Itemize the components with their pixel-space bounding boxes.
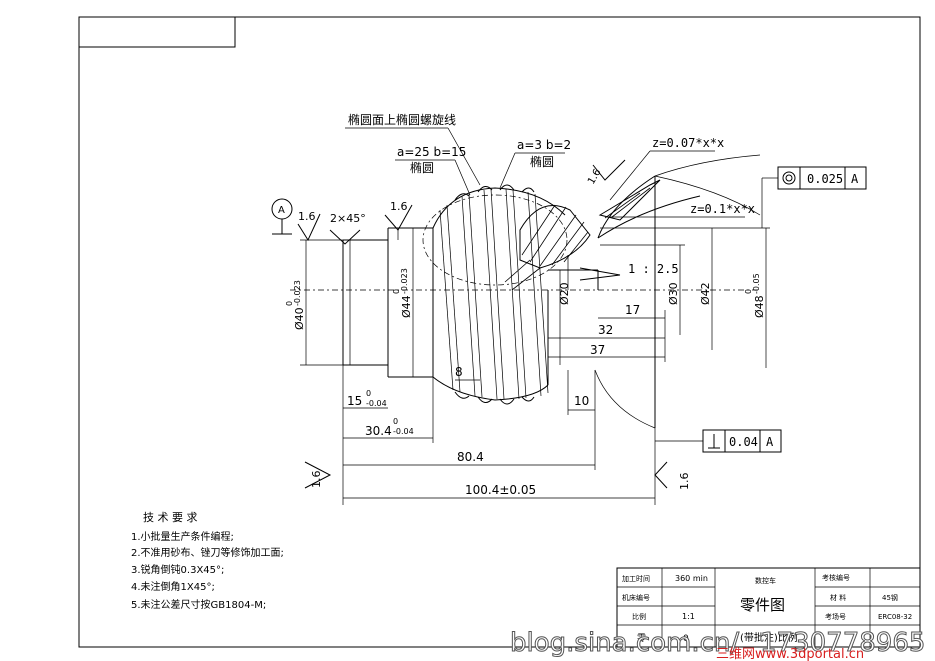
curve-title: 椭圆面上椭圆螺旋线 bbox=[348, 112, 456, 127]
ellipse-params-1: a=25 b=15 bbox=[397, 145, 466, 159]
dim-d30: Ø30 bbox=[667, 282, 680, 305]
tb-material-label: 材 料 bbox=[830, 593, 846, 602]
roughness-label-2: 1.6 bbox=[390, 200, 408, 213]
formula-1: z=0.07*x*x bbox=[652, 136, 724, 150]
notes-title: 技 术 要 求 bbox=[143, 511, 198, 524]
tb-time-label: 加工时间 bbox=[622, 574, 650, 583]
dim-8: 8 bbox=[455, 365, 463, 379]
gdt-frame-top: 0.025 A bbox=[761, 166, 867, 228]
ellipse-label-1: 椭圆 bbox=[410, 160, 434, 175]
dim-d20: Ø20 bbox=[558, 282, 571, 305]
note-item-1: 1.小批量生产条件编程; bbox=[131, 530, 234, 543]
dim-17: 17 bbox=[625, 303, 640, 317]
ellipse-label-2: 椭圆 bbox=[530, 154, 554, 169]
note-item-3: 3.锐角倒钝0.3X45°; bbox=[131, 563, 224, 576]
dim-d40-tol-up: 0 bbox=[285, 301, 294, 306]
concentricity-icon bbox=[782, 171, 796, 185]
tb-material-value: 45钢 bbox=[882, 593, 898, 602]
corner-label-box bbox=[78, 16, 236, 48]
dim-d40: Ø40 bbox=[293, 307, 306, 330]
roughness-label-3: 1.6 bbox=[310, 471, 323, 489]
dim-100-4: 100.4±0.05 bbox=[465, 483, 536, 497]
tb-scale-value: 1:1 bbox=[682, 612, 695, 621]
dim-30-4: 30.4 bbox=[365, 424, 392, 438]
title-block: 加工时间 360 min 机床编号 比例 1:1 数控车 零件图 考核编号 材 … bbox=[616, 567, 921, 648]
dim-32: 32 bbox=[598, 323, 613, 337]
dim-30-4-tol: -0.04 bbox=[393, 427, 414, 436]
dim-d48: Ø48 bbox=[753, 295, 766, 318]
dim-15-tol: -0.04 bbox=[366, 399, 387, 408]
taper-ratio: 1 : 2.5 bbox=[628, 262, 679, 276]
dim-d44-tol-up: 0 bbox=[392, 289, 401, 294]
dim-37: 37 bbox=[590, 343, 605, 357]
dim-d40-tol: -0.023 bbox=[293, 280, 302, 306]
tb-scale-label: 比例 bbox=[632, 612, 646, 621]
gdt-top-value: 0.025 bbox=[807, 172, 843, 186]
dim-d44-tol: -0.023 bbox=[400, 268, 409, 294]
roughness-label-1: 1.6 bbox=[298, 210, 316, 223]
dim-10: 10 bbox=[574, 394, 589, 408]
watermark-number: 1730778965 bbox=[760, 628, 925, 658]
watermark-site: 三维网www.3dportal.cn bbox=[716, 647, 864, 661]
technical-notes: 技 术 要 求 1.小批量生产条件编程; 2.不准用砂布、锉刀等修饰加工面; 3… bbox=[131, 511, 284, 611]
datum-a-label: A bbox=[278, 205, 285, 216]
tb-drawing-no-label: 考核编号 bbox=[822, 573, 850, 582]
gdt-frame-bottom: 0.04 A bbox=[655, 429, 782, 453]
gdt-bottom-datum: A bbox=[766, 435, 774, 449]
watermark: blog.sina.com.cn/ 1730778965 三维网www.3dpo… bbox=[510, 628, 926, 661]
tb-code-value: ERC08-32 bbox=[878, 613, 912, 621]
dimension-texts: Ø40 0 -0.023 Ø44 0 -0.023 Ø20 Ø30 Ø42 Ø4… bbox=[285, 262, 766, 497]
note-item-2: 2.不准用砂布、锉刀等修饰加工面; bbox=[131, 546, 284, 559]
dim-30-4-tol-up: 0 bbox=[393, 417, 398, 426]
dim-d42: Ø42 bbox=[699, 282, 712, 305]
dim-80-4: 80.4 bbox=[457, 450, 484, 464]
dim-d48-tol-up: 0 bbox=[744, 289, 753, 294]
drawing-frame bbox=[78, 16, 921, 648]
tb-project-label: 数控车 bbox=[755, 576, 776, 585]
dim-15-tol-up: 0 bbox=[366, 389, 371, 398]
datum-a-marker: A bbox=[271, 198, 293, 235]
note-item-4: 4.未注倒角1X45°; bbox=[131, 580, 215, 593]
formula-2: z=0.1*x*x bbox=[690, 202, 755, 216]
tb-code-label: 考场号 bbox=[825, 612, 846, 621]
tb-bottom-right-1: 0 bbox=[683, 634, 689, 644]
roughness-label-5: 1.6 bbox=[586, 167, 603, 186]
roughness-symbols: 1.6 1.6 2×45° 1.6 1.6 1.6 bbox=[297, 159, 691, 491]
tb-part-title: 零件图 bbox=[740, 596, 785, 614]
dim-15: 15 bbox=[347, 394, 362, 408]
gdt-bottom-value: 0.04 bbox=[729, 435, 758, 449]
tb-bottom-center: (带批注)比例 bbox=[740, 631, 798, 644]
part-outline bbox=[342, 154, 761, 429]
dim-d44: Ø44 bbox=[400, 295, 413, 318]
dim-d48-tol: -0.05 bbox=[752, 273, 761, 294]
tb-machine-label: 机床编号 bbox=[622, 593, 650, 602]
dimension-lines bbox=[300, 227, 770, 505]
top-annotations: 椭圆面上椭圆螺旋线 a=25 b=15 椭圆 a=3 b=2 椭圆 z=0.07… bbox=[345, 112, 755, 218]
ellipse-params-2: a=3 b=2 bbox=[517, 138, 571, 152]
tb-time-value: 360 min bbox=[675, 574, 708, 583]
gdt-top-datum: A bbox=[851, 172, 859, 186]
note-item-5: 5.未注公差尺寸按GB1804-M; bbox=[131, 598, 266, 611]
watermark-blog: blog.sina.com.cn/ bbox=[510, 628, 739, 658]
section-hatch bbox=[504, 179, 661, 291]
roughness-label-4: 1.6 bbox=[678, 473, 691, 491]
tb-bottom-left: 零 bbox=[637, 633, 646, 644]
chamfer-label: 2×45° bbox=[330, 212, 366, 225]
